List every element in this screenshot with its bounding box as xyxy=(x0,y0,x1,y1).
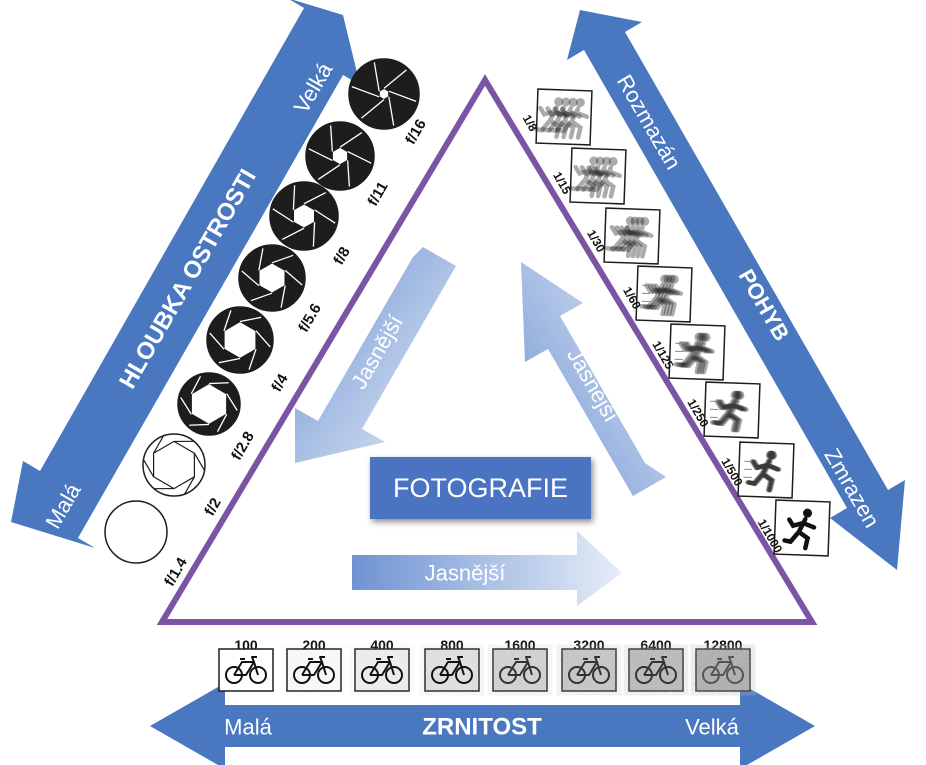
shutter-icon xyxy=(635,265,693,323)
motion-arrow xyxy=(567,10,905,570)
aperture-stop-label: f/2.8 xyxy=(228,429,258,463)
aperture-icon xyxy=(348,58,420,130)
aperture-stop-label: f/8 xyxy=(330,244,353,268)
aperture-stop-label: f/4 xyxy=(268,371,292,395)
inner-arrow-bottom xyxy=(352,531,622,606)
bicycle-icon xyxy=(354,648,410,692)
aperture-icon xyxy=(177,372,241,436)
grain-title: ZRNITOST xyxy=(422,714,542,741)
shutter-icon xyxy=(773,499,831,557)
aperture-stop-label: f/2 xyxy=(201,495,224,519)
bicycle-icon xyxy=(492,648,548,692)
inner-arrow-left xyxy=(295,247,456,463)
depth-of-field-arrow xyxy=(11,0,360,548)
aperture-icon xyxy=(269,181,339,251)
grain-arrow xyxy=(150,683,815,765)
shutter-icon xyxy=(703,381,761,439)
inner-arrow-bottom-label: Jasnější xyxy=(425,561,506,586)
aperture-icon xyxy=(238,244,306,312)
aperture-stop-label: f/11 xyxy=(364,179,391,209)
bicycle-icon xyxy=(561,648,617,692)
shutter-icon xyxy=(603,207,661,265)
shutter-icon xyxy=(668,323,726,381)
shutter-icon xyxy=(568,147,627,205)
bicycle-icon xyxy=(286,648,342,692)
aperture-stop-label: f/5.6 xyxy=(295,301,325,335)
bicycle-icon xyxy=(628,648,684,692)
center-title: FOTOGRAFIE xyxy=(370,457,591,519)
aperture-icon xyxy=(206,306,274,374)
aperture-icon xyxy=(104,500,168,564)
bicycle-icon xyxy=(424,648,480,692)
grain-high-label: Velká xyxy=(685,715,740,740)
inner-arrow-right xyxy=(521,262,666,496)
aperture-icon xyxy=(305,121,375,191)
bicycle-icon xyxy=(695,648,751,692)
shutter-icon xyxy=(737,441,795,499)
grain-low-label: Malá xyxy=(224,715,272,740)
aperture-icon xyxy=(142,433,206,497)
bicycle-icon xyxy=(218,648,274,692)
shutter-icon xyxy=(533,88,593,146)
